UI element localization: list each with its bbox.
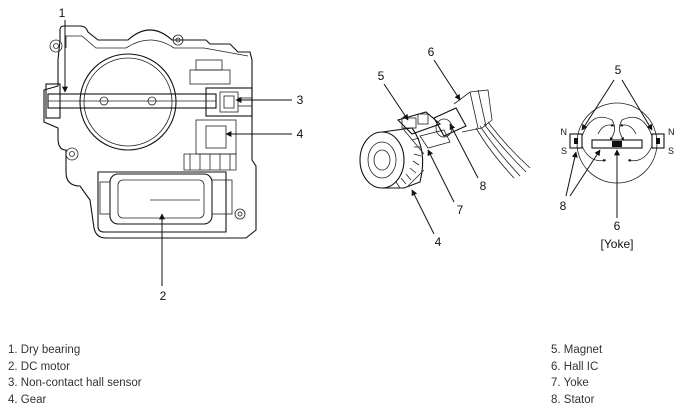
throttle-body-drawing	[43, 25, 257, 239]
pole-right-top: N	[668, 127, 675, 137]
callout-2: 2	[160, 289, 167, 303]
legend-right: 5. Magnet 6. Hall IC 7. Yoke 8. Stator	[551, 342, 602, 408]
legend-item: 7. Yoke	[551, 377, 589, 389]
legend-item: 5. Magnet	[551, 344, 603, 356]
callout-5-mid: 5	[378, 69, 385, 83]
pole-right-bottom: S	[668, 146, 674, 156]
middle-callouts: 5 6 8 7 4	[378, 45, 487, 249]
callout-8-mid: 8	[480, 179, 487, 193]
legend-left: 1. Dry bearing 2. DC motor 3. Non-contac…	[8, 342, 142, 408]
yoke-caption: [Yoke]	[601, 237, 634, 251]
pole-left-top: N	[561, 127, 568, 137]
right-callouts: 5 8 6 [Yoke]	[560, 63, 653, 251]
callout-3: 3	[297, 93, 304, 107]
pole-left-bottom: S	[561, 146, 567, 156]
legend-item: 8. Stator	[551, 393, 595, 406]
callout-6-mid: 6	[428, 45, 435, 59]
callout-8-right: 8	[560, 199, 567, 213]
left-callouts: 1 2 3 4	[59, 6, 304, 303]
callout-1: 1	[59, 6, 66, 20]
legend-item: 2. DC motor	[8, 360, 70, 373]
callout-4-left: 4	[297, 127, 304, 141]
callout-4-mid: 4	[435, 235, 442, 249]
callout-5-right: 5	[615, 63, 622, 77]
callout-6-right: 6	[614, 219, 621, 233]
legend-item: 3. Non-contact hall sensor	[8, 377, 142, 389]
callout-7-mid: 7	[457, 203, 464, 217]
legend-item: 1. Dry bearing	[8, 344, 81, 356]
sensor-exploded-drawing	[359, 89, 531, 189]
legend-item: 6. Hall IC	[551, 360, 599, 373]
legend-item: 4. Gear	[8, 393, 47, 406]
